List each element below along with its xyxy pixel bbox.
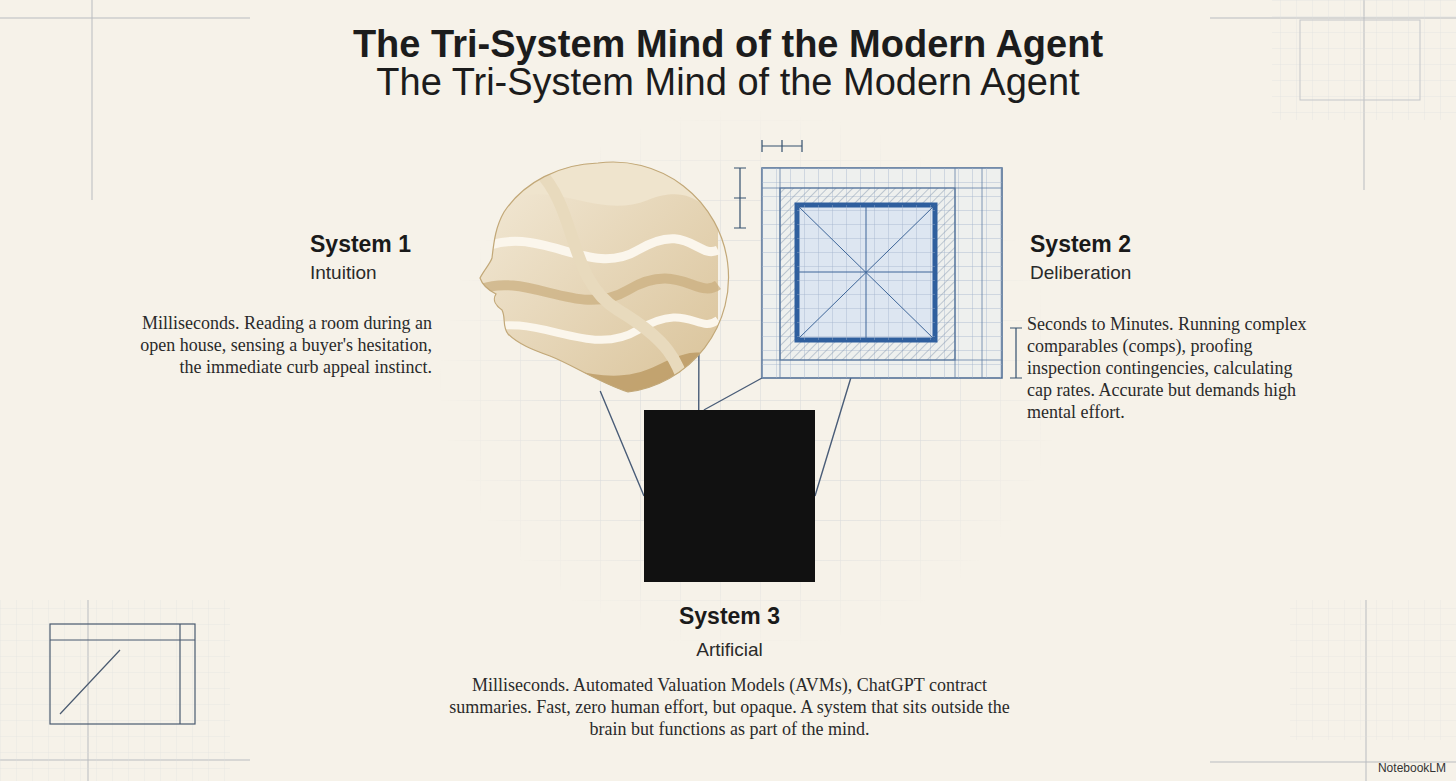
- title: The Tri-System Mind of the Modern Agent: [0, 22, 1456, 66]
- intuition-head: System 1IntuitionMilliseconds. Reading a…: [478, 160, 713, 395]
- artificial-black-box: System 3ArtificialMilliseconds. Automate…: [644, 410, 815, 582]
- system-description: Milliseconds. Automated Valuation Models…: [430, 674, 1030, 740]
- system-subtitle: Intuition: [310, 261, 377, 285]
- intuition-head-outline: [478, 160, 713, 395]
- system-description: Seconds to Minutes. Running complex comp…: [1027, 313, 1307, 423]
- deliberation-blueprint: System 2DeliberationSeconds to Minutes. …: [762, 168, 1002, 378]
- deliberation-blueprint-outline: [762, 168, 1002, 378]
- system-heading: System 2: [1030, 230, 1131, 258]
- system-heading: System 3: [679, 602, 780, 630]
- system-description: Milliseconds. Reading a room during an o…: [132, 312, 432, 378]
- watermark: NotebookLM: [1378, 761, 1446, 775]
- system-subtitle: Artificial: [696, 638, 763, 662]
- title-repeat: The Tri-System Mind of the Modern Agent: [0, 60, 1456, 104]
- system-subtitle: Deliberation: [1030, 261, 1131, 285]
- system-heading: System 1: [310, 230, 411, 258]
